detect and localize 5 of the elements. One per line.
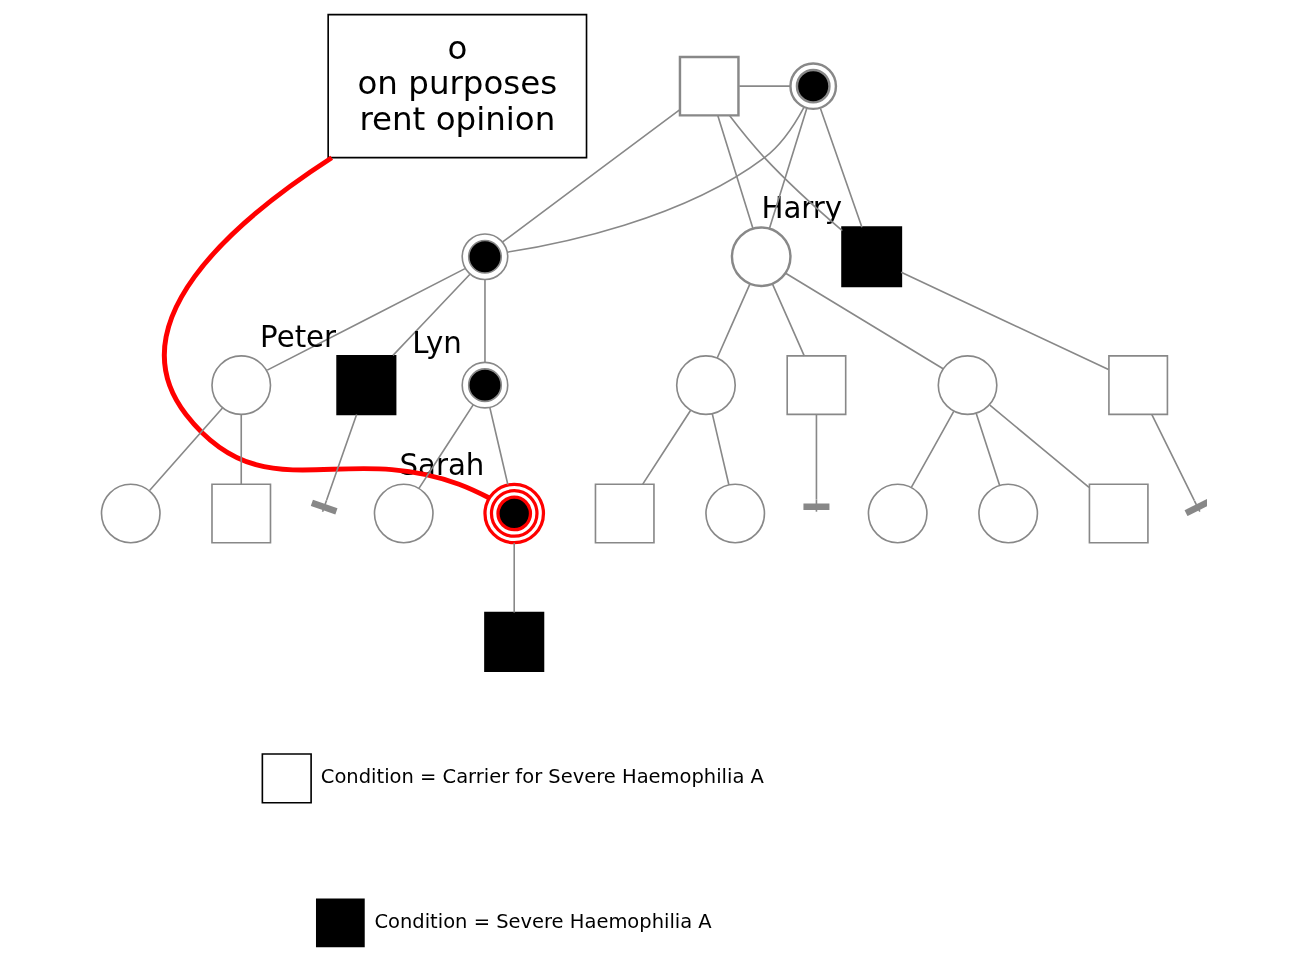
node-label: Harry (761, 191, 843, 226)
legend-label: Condition = Carrier for Severe Haemophilia A (320, 765, 764, 789)
node-label: Lyn (412, 326, 462, 361)
node-label: Peter (260, 319, 337, 354)
legend-label: Condition = Severe Haemophilia A (374, 910, 712, 933)
